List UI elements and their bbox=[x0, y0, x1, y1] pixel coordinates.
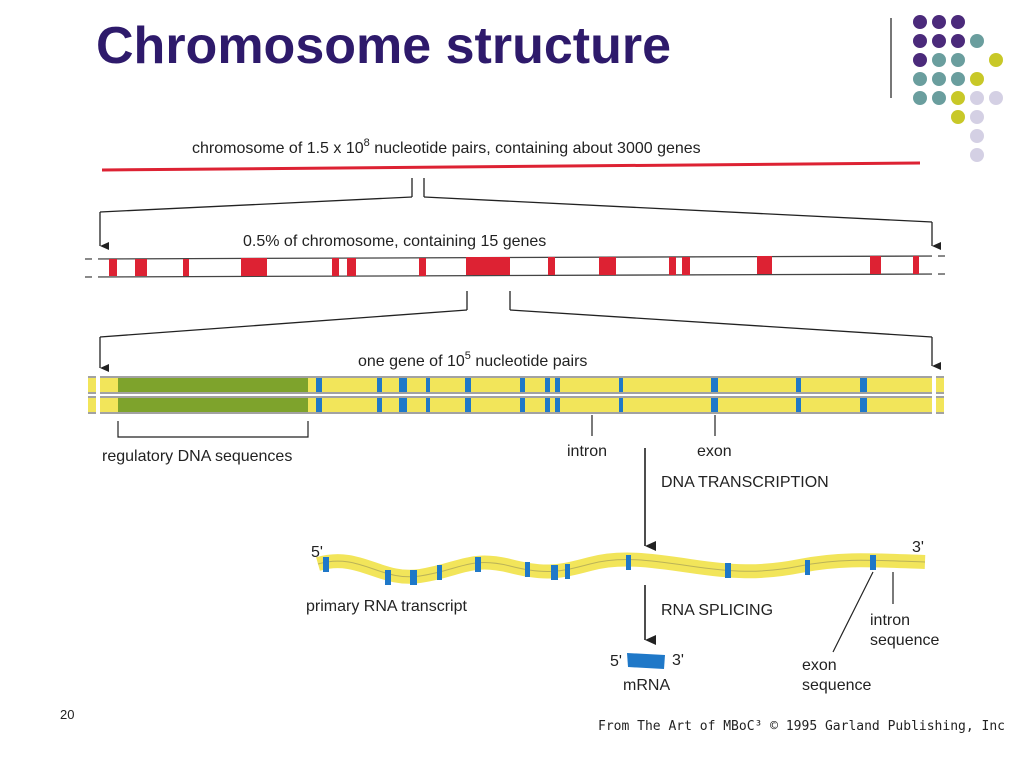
chromosome-label-post: nucleotide pairs, containing about 3000 … bbox=[370, 140, 701, 157]
primary-transcript-wave bbox=[316, 552, 926, 584]
intron-label: intron bbox=[567, 443, 607, 460]
gene-label: one gene of 105 nucleotide pairs bbox=[358, 350, 587, 370]
image-credit: From The Art of MBoC³ © 1995 Garland Pub… bbox=[598, 719, 1005, 734]
mrna-three-prime: 3' bbox=[672, 652, 684, 669]
gene-label-post: nucleotide pairs bbox=[471, 353, 588, 370]
gene-bands bbox=[109, 256, 919, 276]
gene-label-pre: one gene of 10 bbox=[358, 353, 465, 370]
primary-transcript-label: primary RNA transcript bbox=[306, 598, 467, 615]
regulatory-region-bottom bbox=[118, 398, 308, 412]
chromosome-label-sup: 8 bbox=[364, 137, 370, 149]
transcript-five-prime: 5' bbox=[311, 544, 323, 561]
transcript-exons bbox=[323, 555, 876, 585]
mrna-five-prime: 5' bbox=[610, 653, 622, 670]
mrna-label: mRNA bbox=[623, 677, 670, 694]
intron-sequence-label-1: intron bbox=[870, 612, 910, 629]
exon-sequence-label-2: sequence bbox=[802, 677, 871, 694]
gene-label-sup: 5 bbox=[465, 350, 471, 362]
regulatory-region-top bbox=[118, 378, 308, 392]
gene-exons bbox=[316, 378, 867, 412]
gene-double-strand bbox=[88, 375, 944, 415]
regulatory-bracket bbox=[117, 421, 309, 438]
slide-title: Chromosome structure bbox=[96, 17, 671, 75]
transcription-label: DNA TRANSCRIPTION bbox=[661, 474, 829, 491]
segment-strand bbox=[84, 254, 946, 278]
slide-number: 20 bbox=[60, 707, 75, 722]
exon-label: exon bbox=[697, 443, 732, 460]
chromosome-line bbox=[101, 161, 921, 172]
intron-sequence-label-2: sequence bbox=[870, 632, 939, 649]
chromosome-label: chromosome of 1.5 x 108 nucleotide pairs… bbox=[192, 137, 701, 157]
chromosome-label-pre: chromosome of 1.5 x 10 bbox=[192, 140, 364, 157]
splicing-label: RNA SPLICING bbox=[661, 602, 773, 619]
transcript-three-prime: 3' bbox=[912, 539, 924, 556]
mrna-shape bbox=[627, 653, 665, 669]
title-divider bbox=[890, 18, 892, 98]
exon-sequence-label-1: exon bbox=[802, 657, 837, 674]
regulatory-label: regulatory DNA sequences bbox=[102, 448, 292, 465]
segment-label: 0.5% of chromosome, containing 15 genes bbox=[243, 233, 546, 250]
